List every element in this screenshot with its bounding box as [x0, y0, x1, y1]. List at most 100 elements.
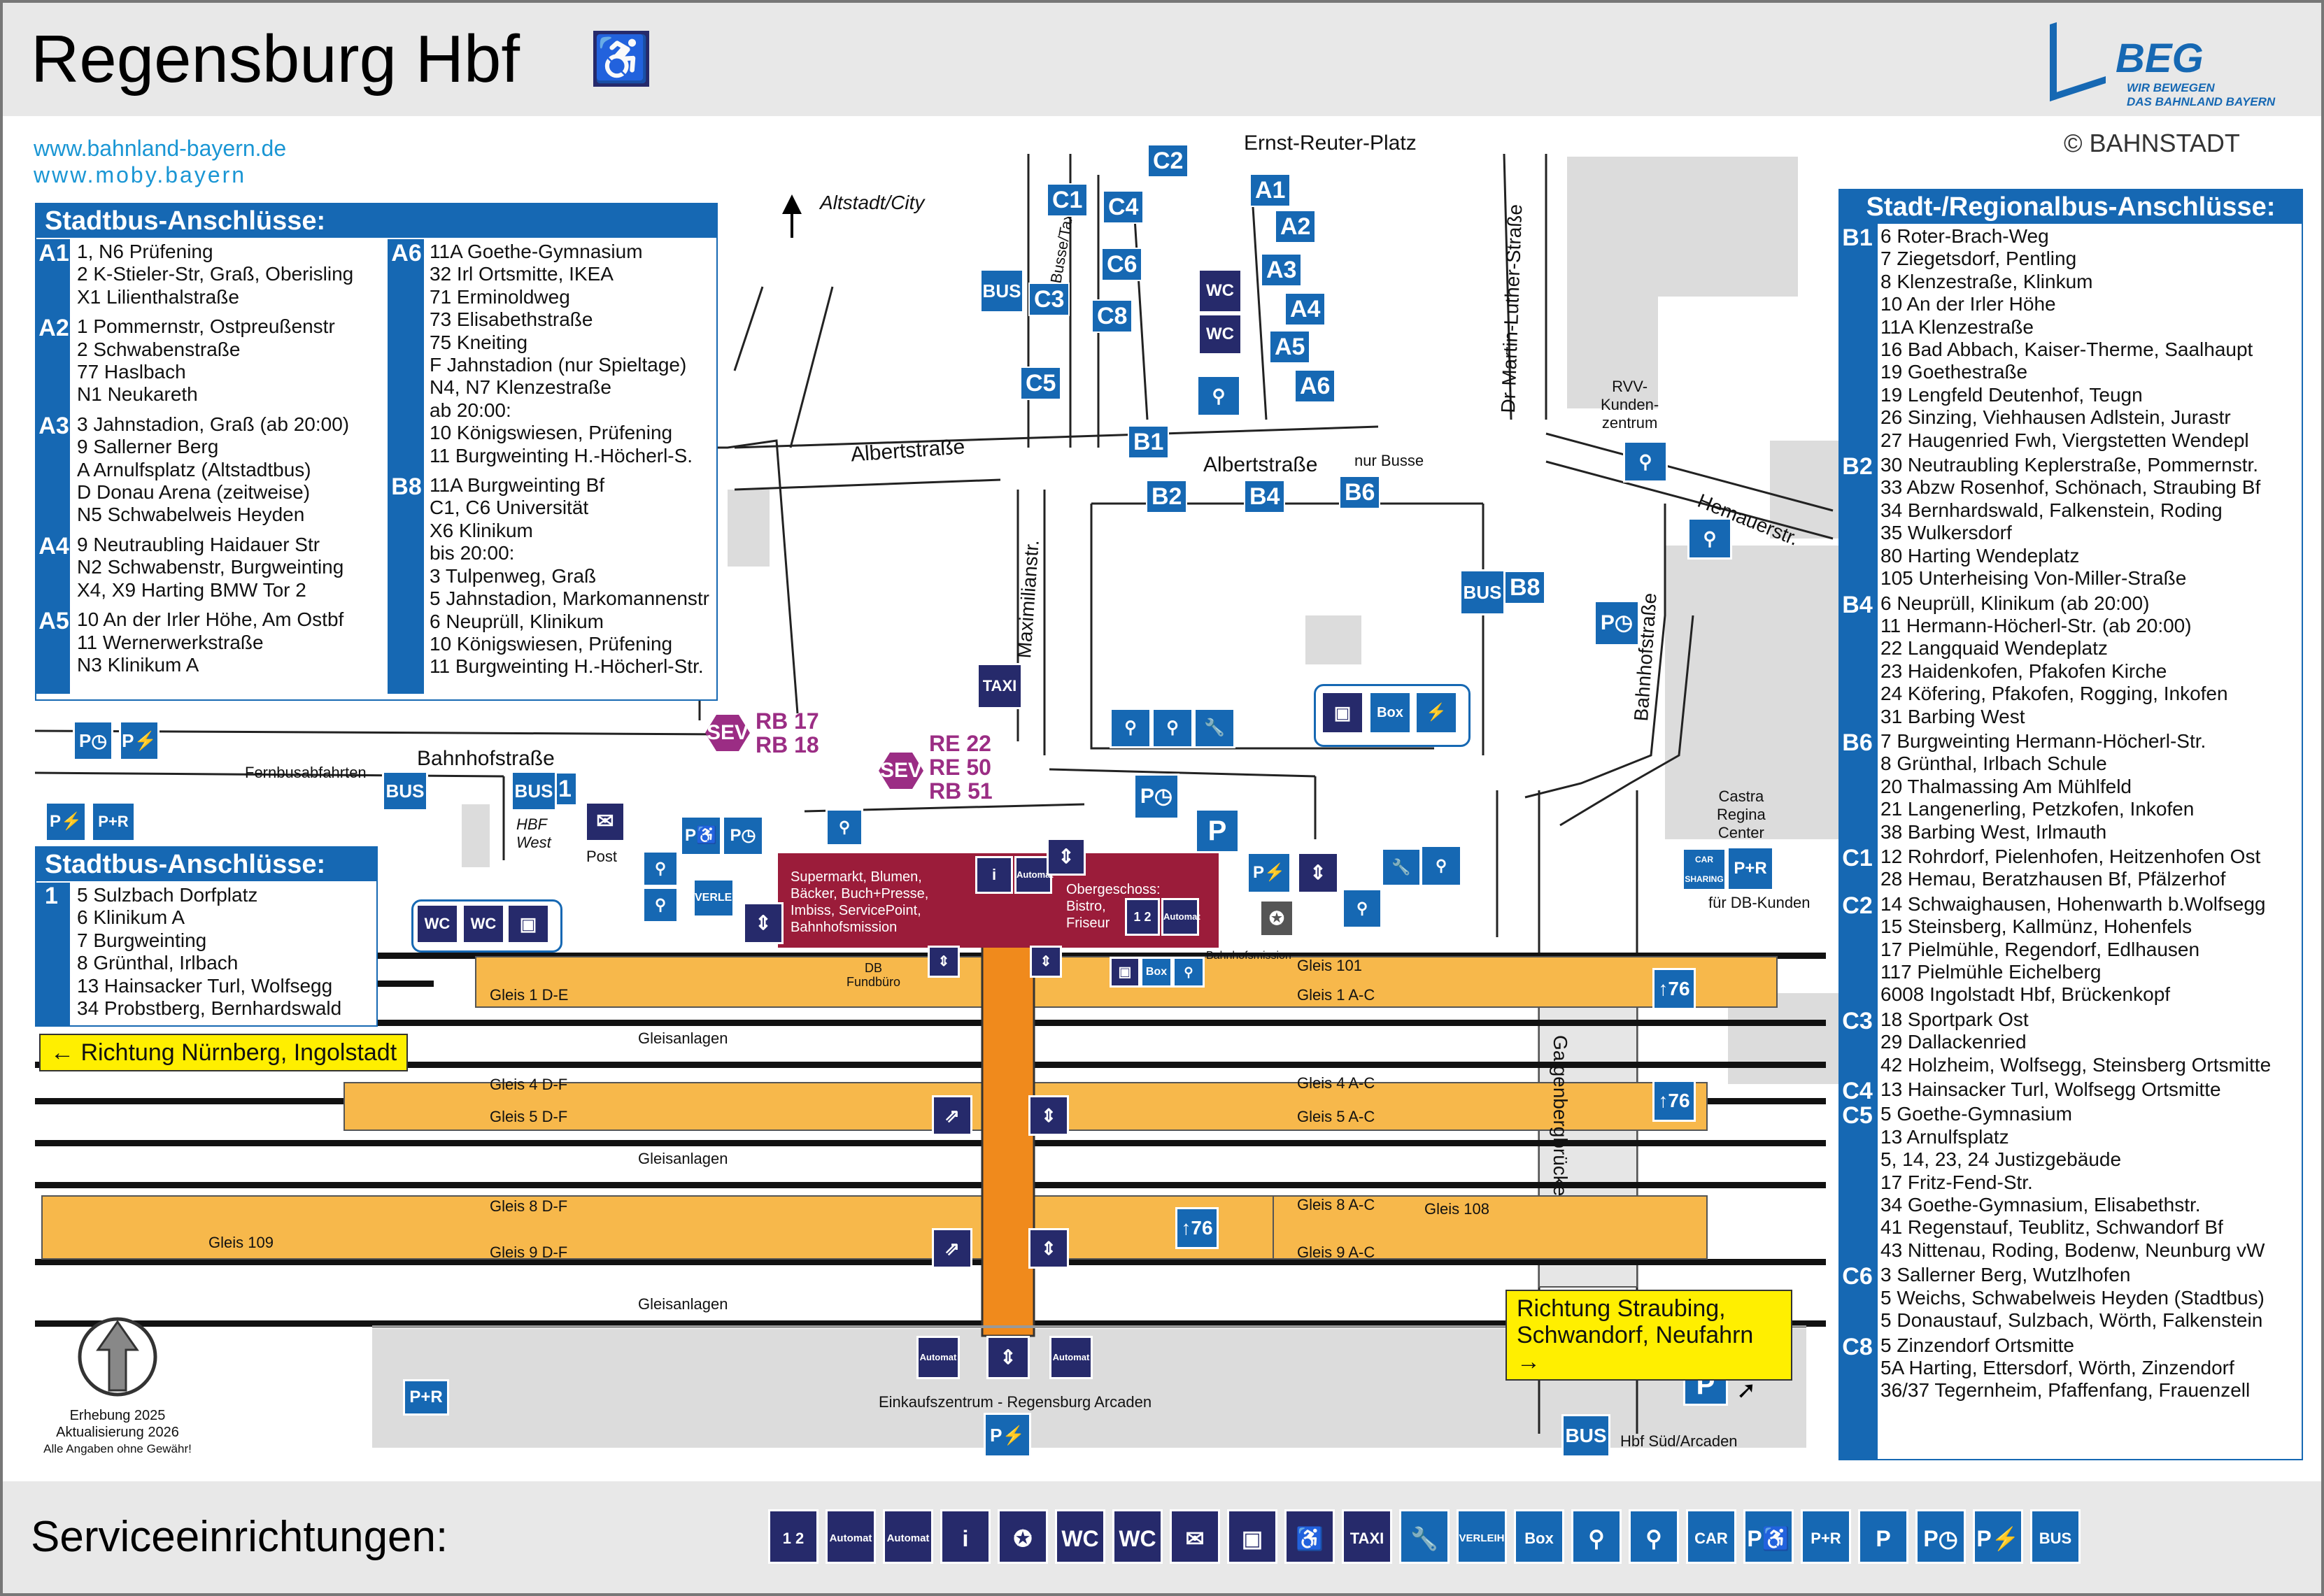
route-code: A5: [38, 608, 69, 635]
bus-icon: BUS: [2030, 1509, 2081, 1564]
route-line: 20 Thalmassing Am Mühlfeld: [1880, 775, 2132, 797]
label-fuer-db: für DB-Kunden: [1708, 894, 1811, 911]
route-code: C2: [1842, 892, 1873, 919]
mail-icon: ✉: [1170, 1509, 1220, 1564]
bay-b8[interactable]: B8: [1504, 571, 1546, 604]
bay-a5[interactable]: A5: [1269, 330, 1311, 364]
bay-a1[interactable]: A1: [1249, 173, 1291, 207]
route-line: 5 Weichs, Schwabelweis Heyden (Stadtbus): [1880, 1286, 2265, 1309]
bay-c8[interactable]: C8: [1091, 299, 1133, 333]
arcaden-line: [372, 1325, 1806, 1328]
bay-b1[interactable]: B1: [1128, 425, 1170, 459]
label-gleis-4-df: Gleis 4 D-F: [490, 1076, 568, 1093]
wc-icon: WC: [1198, 313, 1242, 355]
bay-c6[interactable]: C6: [1101, 248, 1143, 281]
route-line: 10 An der Irler Höhe: [1880, 293, 2056, 315]
label-gleis-5-ac: Gleis 5 A-C: [1297, 1108, 1375, 1125]
bay-b4[interactable]: B4: [1244, 480, 1286, 513]
label-gleis-1-de: Gleis 1 D-E: [490, 986, 569, 1004]
route-line: 5 Zinzendorf Ortsmitte: [1880, 1334, 2074, 1356]
luggage-icon: ▣: [1227, 1509, 1277, 1564]
elevator-icon: ⇕: [743, 902, 784, 944]
link-bahnland[interactable]: www.bahnland-bayern.de: [34, 136, 287, 161]
bay-c3[interactable]: C3: [1028, 283, 1070, 316]
automat-icon: Automat: [916, 1336, 960, 1379]
route-line: D Donau Arena (zeitweise): [77, 481, 311, 504]
park-and-ride-icon: P+R: [403, 1379, 449, 1416]
link-moby[interactable]: www.moby.bayern: [34, 162, 247, 187]
elevator-icon: ♿: [1284, 1509, 1335, 1564]
bay-c5[interactable]: C5: [1020, 366, 1062, 400]
car-sharing-icon: CAR: [1686, 1509, 1736, 1564]
bay-a6[interactable]: A6: [1294, 369, 1336, 403]
shops-upper-floor: Obergeschoss: Bistro, Friseur: [1066, 882, 1161, 931]
route-line: 11 Wernerwerkstraße: [77, 631, 264, 653]
bay-c4[interactable]: C4: [1103, 190, 1145, 224]
bike-box-icon: Box: [1368, 691, 1412, 734]
accessible-wc-icon: WC: [1055, 1509, 1105, 1564]
route-code: B4: [1842, 591, 1873, 618]
route-line: 43 Nittenau, Roding, Bodenw, Neunburg vW: [1880, 1239, 2265, 1261]
route-code: C4: [1842, 1078, 1873, 1105]
bay-c2[interactable]: C2: [1147, 144, 1189, 178]
route-line: 7 Burgweinting Hermann-Höcherl-Str.: [1880, 729, 2206, 752]
bay-b6[interactable]: B6: [1339, 476, 1381, 509]
route-line: 34 Bernhardswald, Falkenstein, Roding: [1880, 499, 2223, 521]
bay-a3[interactable]: A3: [1261, 253, 1303, 287]
route-code: A4: [38, 532, 69, 560]
route-line: 3 Sallerner Berg, Wutzlhofen: [1880, 1264, 2131, 1286]
label-bahnhofstrasse-west: Bahnhofstraße: [417, 747, 555, 770]
route-line: 6 Klinikum A: [77, 906, 185, 929]
route-line: 11A Klenzestraße: [1880, 315, 2034, 338]
disabled-parking-icon: P♿: [1743, 1509, 1794, 1564]
mail-icon: ✉: [585, 801, 625, 842]
bike-repair-icon: ⚲: [1420, 845, 1462, 887]
bay-b2[interactable]: B2: [1146, 480, 1188, 513]
route-line: 26 Sinzing, Viehhausen Adlstein, Jurastr: [1880, 406, 2231, 429]
route-line: 75 Kneiting: [430, 331, 528, 353]
luggage-icon: ▣: [1110, 957, 1140, 988]
bay-a2[interactable]: A2: [1275, 210, 1317, 243]
route-line: 14 Schwaighausen, Hohenwarth b.Wolfsegg: [1880, 892, 2266, 915]
elevator-icon: ⇕: [1030, 946, 1062, 978]
accessible-wc-icon: WC: [416, 904, 459, 944]
route-line: 80 Harting Wendeplatz: [1880, 544, 2080, 567]
route-line: 5 Jahnstadion, Markomannenstr: [430, 587, 709, 610]
bus-icon: BUS: [1561, 1414, 1610, 1458]
route-line: N5 Schwabelweis Heyden: [77, 504, 305, 526]
route-line: 28 Hemau, Beratzhausen Bf, Pfälzerhof: [1880, 868, 2226, 890]
disabled-parking-icon: P♿: [680, 815, 722, 856]
route-line: ab 20:00:: [430, 399, 511, 421]
stadtbus-panel-1: Stadtbus-Anschlüsse:: [35, 846, 378, 1027]
label-castra: Castra Regina Center: [1717, 788, 1766, 841]
route-line: 19 Goethestraße: [1880, 361, 2028, 383]
bike-rental-icon: 🔧: [1381, 848, 1422, 887]
route-code: C3: [1842, 1007, 1873, 1034]
elevator-icon: ⇕: [1297, 852, 1339, 894]
stadtbus-a-heading: Stadtbus-Anschlüsse:: [36, 204, 716, 238]
route-line: 11A Goethe-Gymnasium: [430, 241, 643, 262]
label-rvv: RVV- Kunden- zentrum: [1601, 378, 1659, 432]
route-line: 15 Steinsberg, Kallmünz, Hohenfels: [1880, 915, 2192, 938]
bay-a4[interactable]: A4: [1284, 292, 1326, 326]
route-line: C1, C6 Universität: [430, 497, 589, 519]
elevator-icon: ⇕: [986, 1336, 1030, 1379]
bay-c1[interactable]: C1: [1047, 183, 1089, 217]
bike-parking-icon: ⚲: [1623, 441, 1668, 483]
route-line: 8 Klenzestraße, Klinkum: [1880, 270, 2093, 292]
route-line: 5 Donaustauf, Sulzbach, Wörth, Falkenste…: [1880, 1309, 2263, 1332]
stadtbus-a-left-col: [35, 239, 70, 694]
label-gleis-4-ac: Gleis 4 A-C: [1297, 1074, 1375, 1092]
ev-parking-icon: P⚡: [45, 801, 87, 842]
underpass-icon: ↑76: [1652, 1080, 1696, 1122]
route-line: A Arnulfsplatz (Altstadtbus): [77, 458, 311, 480]
route-line: 24 Köfering, Pfakofen, Rogging, Inkofen: [1880, 683, 2228, 705]
